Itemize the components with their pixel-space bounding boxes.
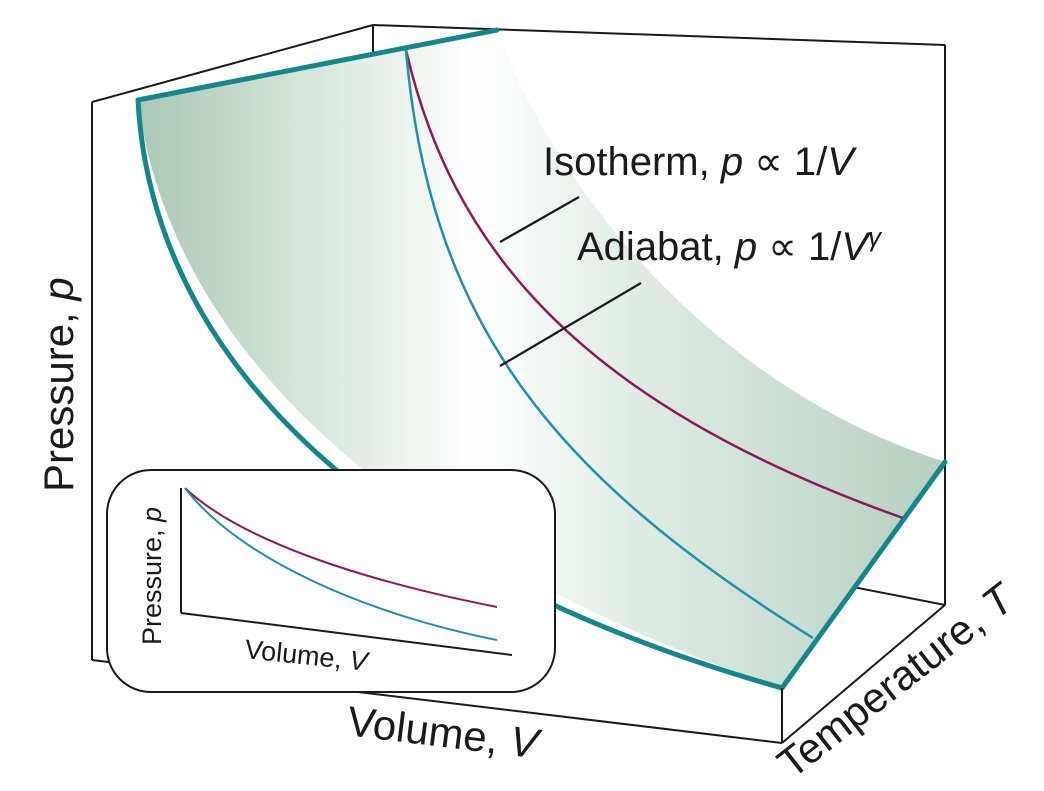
inset-pressure-label: Pressure, p <box>137 507 167 645</box>
leader-lines <box>499 196 642 367</box>
pvt-surface <box>138 30 945 688</box>
surface-edges <box>135 27 948 691</box>
inset-axes <box>180 488 513 656</box>
volume-axis-label: Volume, V <box>345 697 545 767</box>
adiabat-curve <box>404 49 814 640</box>
isotherm-curve <box>404 49 904 520</box>
inset-adiabat-curve <box>184 487 498 641</box>
inset-isotherm-curve <box>184 487 498 608</box>
adiabat-label: Adiabat, p ∝ 1/Vγ <box>577 222 883 269</box>
isotherm-label: Isotherm, p ∝ 1/V <box>543 140 857 184</box>
inset-panel: Pressure, p Volume, V <box>106 469 556 693</box>
pressure-axis-label: Pressure, p <box>35 277 82 492</box>
